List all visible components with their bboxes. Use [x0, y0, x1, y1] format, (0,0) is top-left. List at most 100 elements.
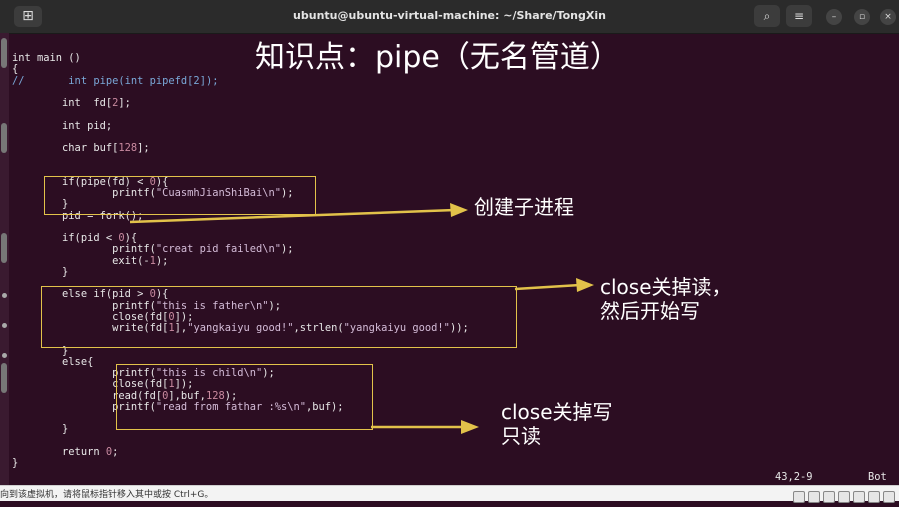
- code-line: if(pipe(fd) < 0){: [12, 176, 168, 188]
- code-token: int fd[: [12, 97, 113, 109]
- device-icon[interactable]: [838, 491, 850, 503]
- code-token: ){: [124, 232, 138, 244]
- dock-app-indicator[interactable]: [1, 233, 7, 263]
- code-token: printf(: [12, 299, 156, 312]
- code-line: read(fd[0],buf,128);: [12, 390, 237, 402]
- search-button[interactable]: ⌕: [754, 5, 780, 27]
- code-token: ){: [155, 288, 169, 301]
- window-title: ubuntu@ubuntu-virtual-machine: ~/Share/T…: [293, 9, 606, 22]
- code-line: printf("this is father\n");: [12, 300, 281, 312]
- code-token: }: [12, 265, 69, 278]
- hamburger-icon: ≡: [793, 9, 805, 23]
- code-token: exit(-: [12, 254, 150, 267]
- code-token: 0: [149, 288, 156, 301]
- new-tab-button[interactable]: ⊞: [14, 6, 42, 27]
- vm-status-bar: 向到该虚拟机，请将鼠标指针移入其中或按 Ctrl+G。: [0, 485, 899, 503]
- dock-dot: [2, 293, 7, 298]
- code-token: "yangkaiyu good!": [187, 322, 294, 334]
- maximize-button[interactable]: ▫: [854, 9, 870, 25]
- code-token: 1: [149, 254, 156, 267]
- search-icon: ⌕: [763, 9, 771, 23]
- code-line: printf("this is child\n");: [12, 367, 275, 379]
- code-token: return: [12, 445, 106, 458]
- code-token: int pid;: [12, 119, 113, 132]
- code-token: );: [224, 389, 238, 402]
- scroll-indicator: Bot: [868, 471, 887, 483]
- code-token: ;: [112, 445, 119, 458]
- code-token: 1: [168, 378, 175, 391]
- code-token: );: [281, 187, 294, 199]
- vm-hint-text: 向到该虚拟机，请将鼠标指针移入其中或按 Ctrl+G。: [0, 490, 214, 500]
- side-dock: [0, 33, 9, 485]
- code-token: ));: [449, 322, 469, 334]
- code-token: 0: [162, 389, 169, 402]
- code-token: 0: [168, 310, 175, 323]
- code-token: 0: [105, 445, 113, 458]
- code-token: ){: [155, 175, 169, 188]
- code-token: ],: [174, 322, 188, 334]
- device-icon[interactable]: [808, 491, 820, 503]
- code-token: "yangkaiyu good!": [343, 322, 450, 334]
- code-token: else{: [12, 355, 94, 368]
- code-token: );: [155, 254, 169, 267]
- code-line: // int pipe(int pipefd[2]);: [12, 75, 218, 87]
- code-token: }: [12, 344, 69, 357]
- child-annotation-line-2: 只读: [501, 424, 541, 448]
- code-line: }: [12, 266, 68, 278]
- close-icon: ×: [884, 12, 892, 22]
- code-token: ]);: [199, 74, 219, 87]
- code-token: 2: [112, 97, 119, 109]
- code-token: }: [12, 423, 69, 436]
- minimize-button[interactable]: –: [826, 9, 842, 25]
- minimize-icon: –: [831, 12, 837, 22]
- code-line: if(pid < 0){: [12, 232, 137, 244]
- device-icon[interactable]: [853, 491, 865, 503]
- code-token: );: [262, 367, 275, 379]
- code-token: printf(: [12, 367, 156, 379]
- code-token: ],buf,: [168, 389, 206, 402]
- code-token: 1: [168, 322, 175, 334]
- vm-device-tray: [790, 488, 895, 507]
- code-token: 0: [149, 175, 156, 188]
- code-token: ];: [137, 142, 150, 154]
- device-icon[interactable]: [823, 491, 835, 503]
- code-line: int fd[2];: [12, 97, 131, 109]
- code-token: );: [281, 243, 294, 256]
- code-token: pid = fork();: [12, 209, 144, 222]
- code-token: 0: [118, 232, 125, 244]
- child-branch-highlight: [116, 364, 373, 430]
- dock-app-indicator[interactable]: [1, 123, 7, 153]
- code-line: {: [12, 63, 18, 75]
- code-token: close(fd[: [12, 378, 169, 391]
- code-token: 2: [193, 74, 200, 87]
- code-token: if(pipe(fd) <: [12, 175, 150, 188]
- code-token: printf(: [12, 187, 156, 199]
- code-token: printf(: [12, 400, 156, 413]
- dock-app-indicator[interactable]: [1, 363, 7, 393]
- device-icon[interactable]: [868, 491, 880, 503]
- code-token: ];: [118, 97, 131, 109]
- parent-annotation-line-2: 然后开始写: [600, 299, 700, 323]
- fork-arrow-line: [129, 208, 456, 224]
- code-line: }: [12, 457, 18, 469]
- parent-branch-highlight: [41, 286, 517, 348]
- device-icon[interactable]: [793, 491, 805, 503]
- parent-arrow-head: [576, 278, 594, 292]
- dock-app-indicator[interactable]: [1, 38, 7, 68]
- code-line: int pid;: [12, 120, 112, 132]
- code-token: "this is father\n": [155, 299, 269, 312]
- code-token: if(pid <: [12, 232, 119, 244]
- menu-button[interactable]: ≡: [786, 5, 812, 27]
- code-token: read(fd[: [12, 389, 163, 402]
- pipe-check-highlight: [44, 176, 316, 215]
- close-button[interactable]: ×: [880, 9, 896, 25]
- code-editor[interactable]: int main () { // int pipe(int pipefd[2])…: [12, 52, 469, 469]
- code-token: ]);: [174, 310, 194, 323]
- child-arrow-head: [461, 420, 479, 434]
- cursor-position: 43,2-9: [775, 471, 813, 483]
- code-line: char buf[128];: [12, 142, 150, 154]
- code-token: "this is child\n": [155, 367, 263, 379]
- maximize-icon: ▫: [858, 12, 866, 22]
- device-icon[interactable]: [883, 491, 895, 503]
- code-token: }: [12, 457, 19, 469]
